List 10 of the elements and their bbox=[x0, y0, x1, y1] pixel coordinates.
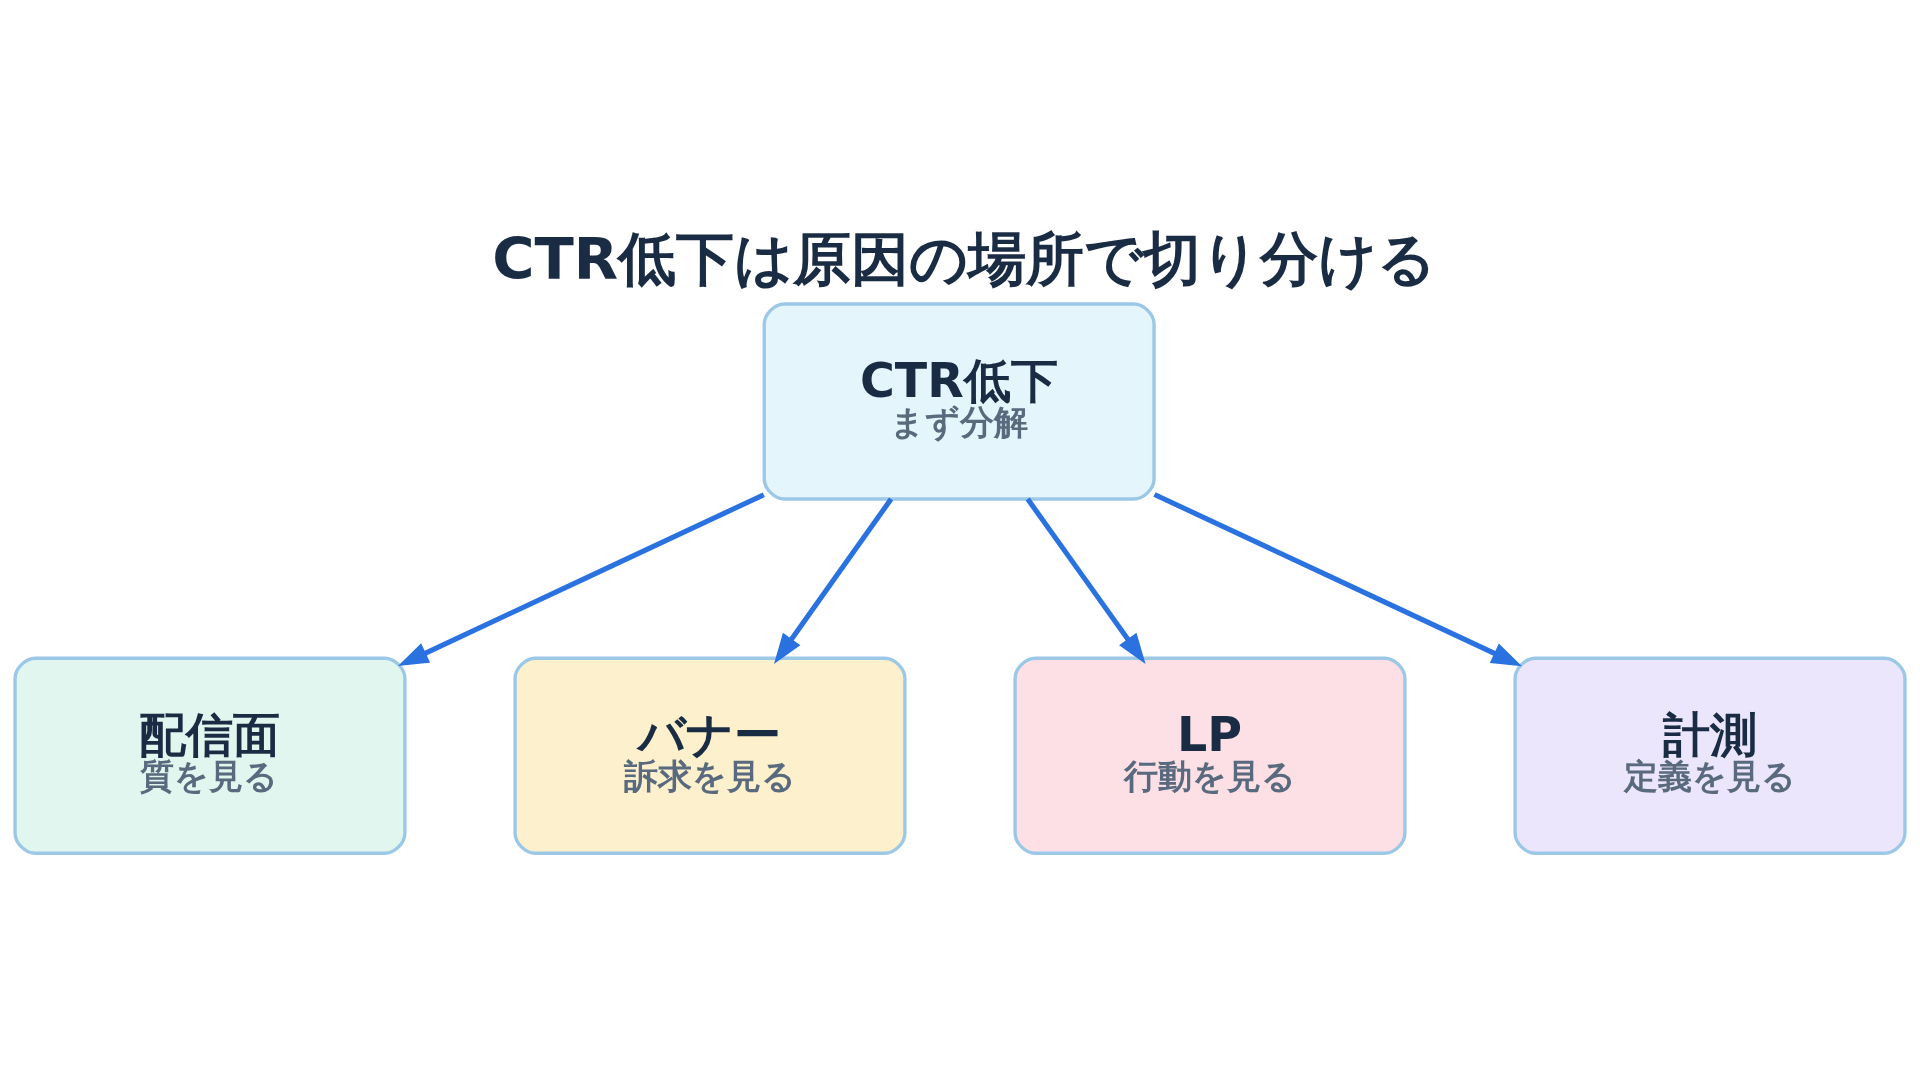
arrow bbox=[397, 491, 765, 666]
arrow bbox=[773, 497, 894, 664]
node-box: CTR低下 まず分解 bbox=[762, 301, 1156, 501]
node-box: LP 行動を見る bbox=[1013, 656, 1407, 855]
node-box: バナー 訴求を見る bbox=[513, 656, 907, 855]
node-box: 計測 定義を見る bbox=[1513, 656, 1907, 855]
node-box: 配信面 質を見る bbox=[13, 656, 407, 855]
diagram-title: CTR低下は原因の場所で切り分ける bbox=[492, 225, 1437, 293]
arrow bbox=[1153, 491, 1522, 666]
arrow bbox=[1025, 497, 1146, 664]
